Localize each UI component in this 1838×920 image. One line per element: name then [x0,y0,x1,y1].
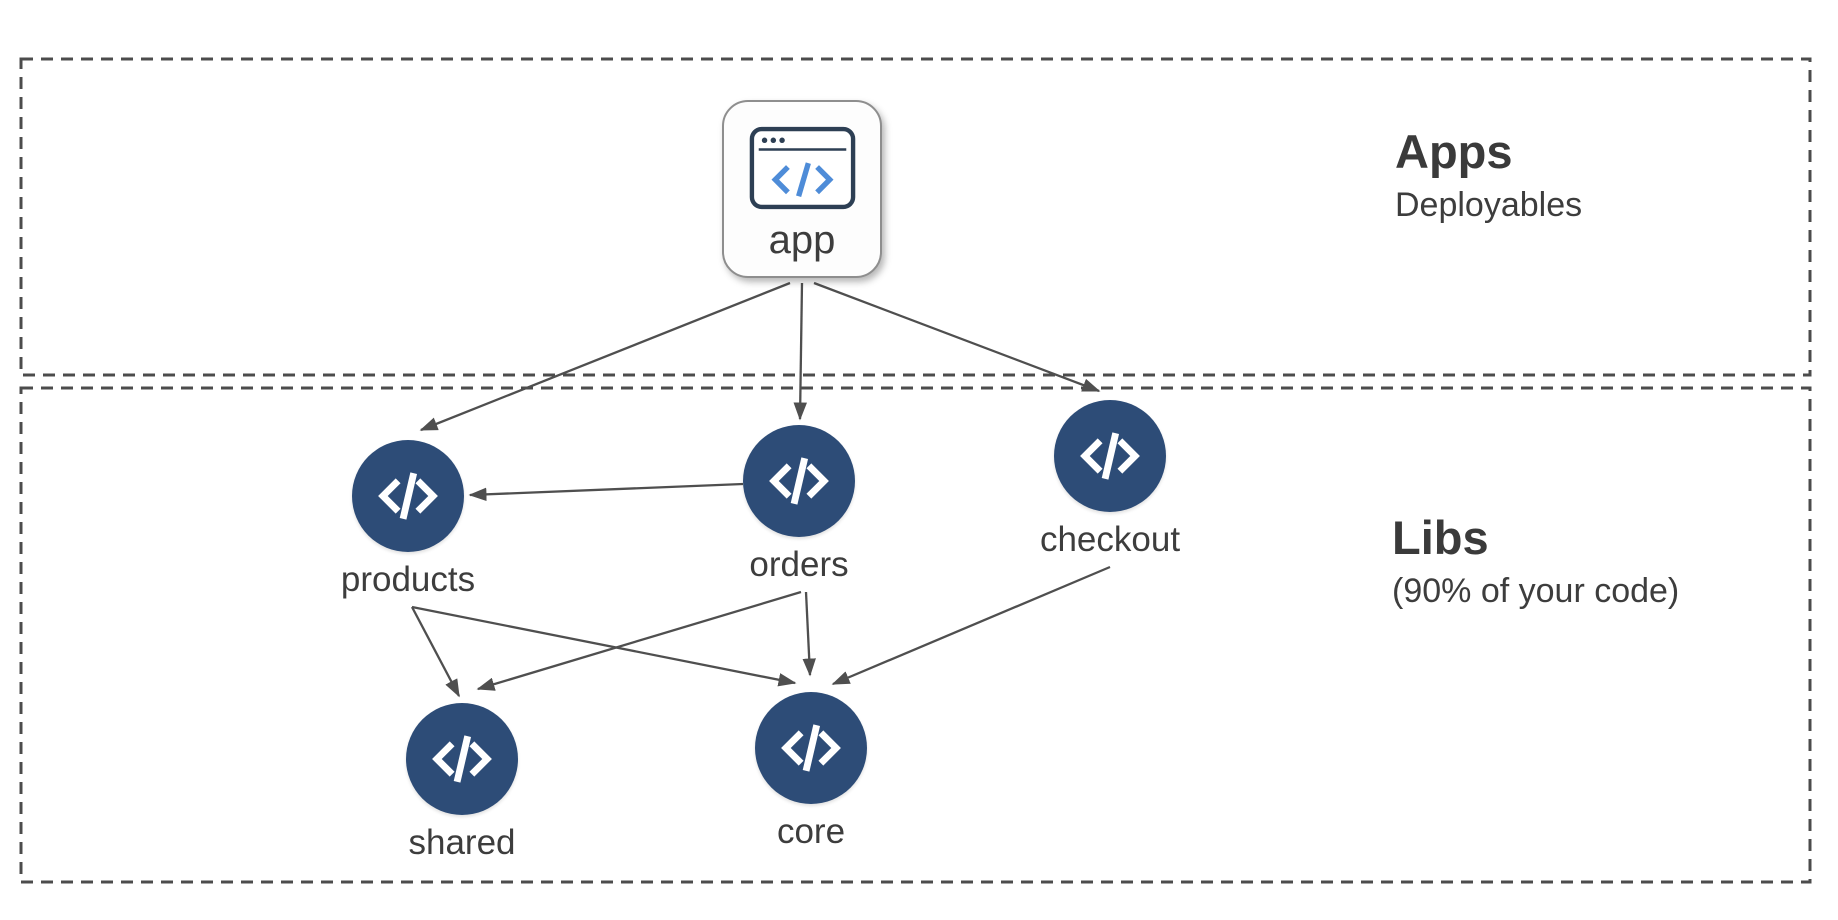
apps-section-label: Apps Deployables [1395,124,1582,227]
app-node-label: app [768,218,836,262]
lib-node-label: products [340,560,476,599]
apps-section-border [19,57,1812,377]
code-lib-icon [1054,400,1166,512]
lib-node-orders: orders [743,425,855,584]
lib-node-core: core [755,692,867,851]
code-lib-icon [743,425,855,537]
lib-node-label: checkout [1039,520,1181,559]
browser-code-icon [749,126,855,210]
app-node: app [722,100,882,278]
libs-section-title: Libs [1392,511,1489,564]
edge-orders-products [468,482,744,502]
window-dot-icon [761,137,767,144]
libs-section-label: Libs (90% of your code) [1392,510,1679,613]
libs-section-subtitle: (90% of your code) [1392,572,1680,611]
edge-app-products [419,281,791,432]
edge-app-checkout [813,281,1101,393]
lib-node-checkout: checkout [1040,400,1180,559]
lib-node-label: core [776,812,846,851]
lib-node-label: orders [749,545,849,584]
edge-checkout-core [831,565,1111,686]
window-dot-icon [778,137,785,144]
code-lib-icon [406,703,518,815]
code-lib-icon [352,440,464,552]
window-dot-icon [770,137,776,144]
edge-orders-core [802,591,816,677]
edge-app-orders [793,282,807,421]
lib-node-label: shared [408,823,516,862]
code-glyph-icon [769,457,829,505]
lib-node-shared: shared [406,703,518,862]
code-glyph-icon [432,735,492,783]
libs-section-border [19,386,1812,884]
code-glyph-icon [770,162,834,197]
apps-section-title: Apps [1395,125,1513,178]
code-lib-icon [755,692,867,804]
edge-orders-shared [476,590,802,691]
code-glyph-icon [378,472,438,520]
code-glyph-icon [1080,432,1140,480]
code-glyph-icon [781,724,841,772]
apps-section-subtitle: Deployables [1395,186,1583,225]
edge-products-shared [410,606,461,698]
edge-products-core [411,605,797,687]
lib-node-products: products [341,440,475,599]
